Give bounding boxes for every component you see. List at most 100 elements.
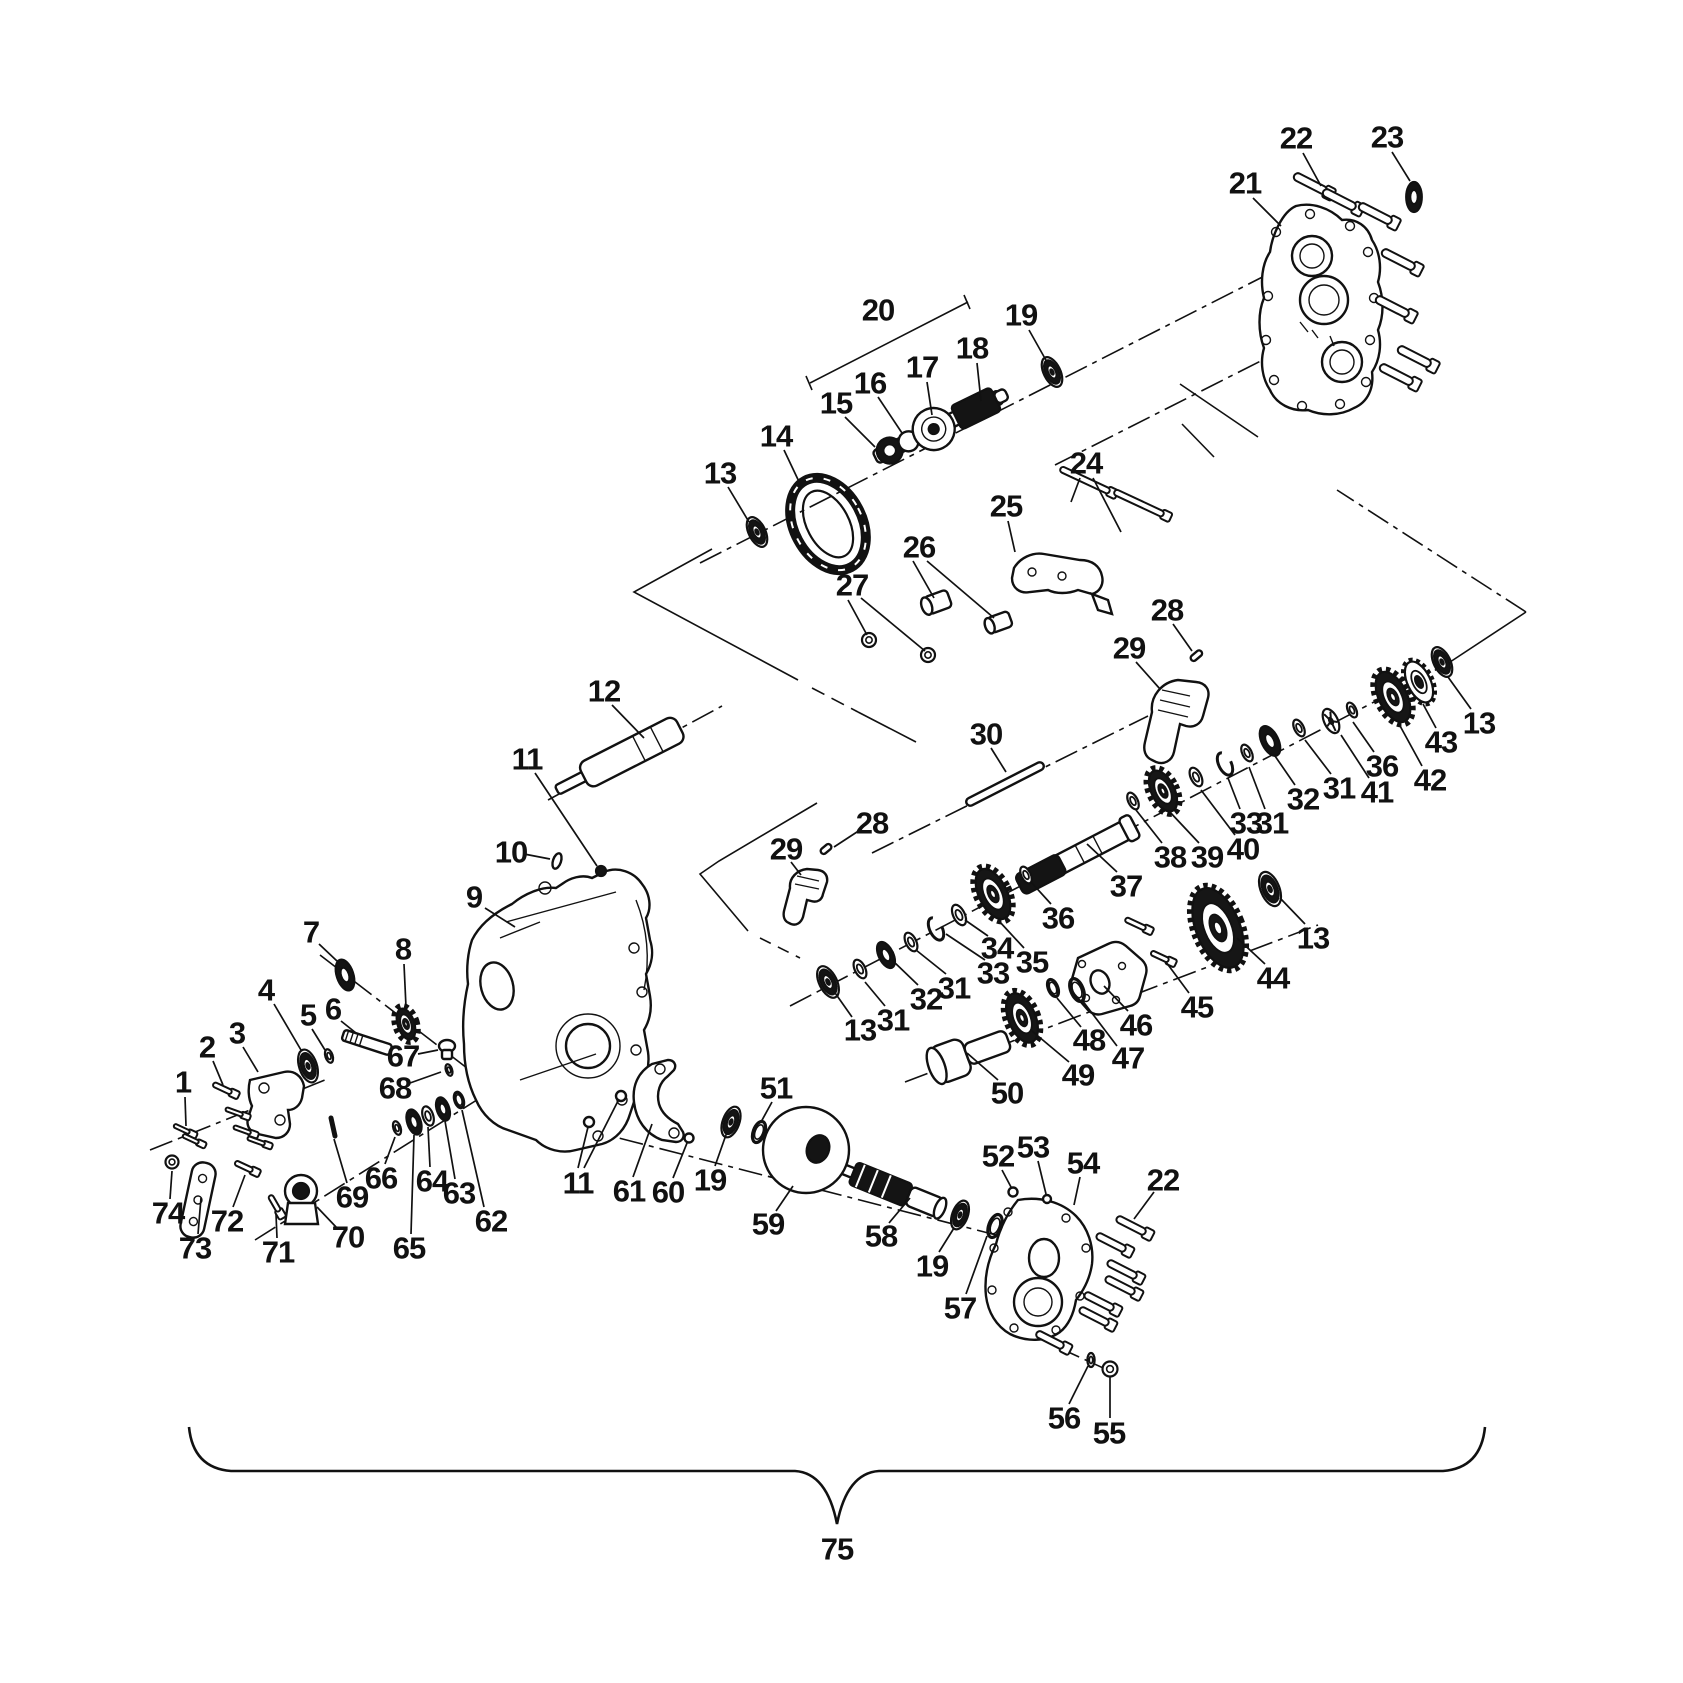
- leader-line: [888, 1197, 911, 1224]
- leader-line: [1304, 739, 1332, 775]
- leader-line: [1007, 520, 1016, 553]
- callout-12: 12: [588, 674, 620, 709]
- leader-line: [212, 1060, 224, 1086]
- leader-line: [1068, 1365, 1089, 1405]
- leader-line: [760, 1101, 773, 1123]
- bolt-icon: [246, 1135, 274, 1151]
- leader-line: [926, 381, 933, 416]
- leader-line: [577, 1126, 589, 1169]
- leader-line: [1248, 766, 1266, 810]
- pin-10: [551, 852, 563, 870]
- callout-43: 43: [1425, 725, 1458, 760]
- callout-22: 22: [1147, 1163, 1179, 1198]
- main-housing-9: [462, 868, 654, 1153]
- leader-line: [1133, 1191, 1155, 1220]
- callout-33: 33: [977, 956, 1010, 991]
- callout-68: 68: [379, 1071, 412, 1106]
- output-stub-shaft-50: [925, 1030, 1012, 1086]
- leader-line: [242, 1046, 259, 1073]
- callout-48: 48: [1073, 1023, 1106, 1058]
- callout-65: 65: [393, 1231, 426, 1266]
- leader-line: [583, 1098, 620, 1169]
- leader-line: [864, 981, 886, 1007]
- callout-34: 34: [981, 931, 1015, 966]
- leader-line: [1236, 937, 1266, 965]
- leader-line: [417, 1049, 439, 1055]
- callout-58: 58: [865, 1219, 898, 1254]
- rubber-mount-70: [283, 1173, 320, 1226]
- callout-27: 27: [836, 568, 868, 603]
- leader-line: [727, 486, 750, 523]
- detent-balls: [582, 864, 1053, 1205]
- bolt-icon: [224, 1106, 252, 1122]
- leader-line: [1028, 329, 1048, 363]
- callout-11: 11: [512, 742, 544, 777]
- callout-55: 55: [1093, 1416, 1126, 1451]
- leader-line: [232, 1174, 246, 1208]
- bolt-icon: [1378, 363, 1423, 393]
- leader-line: [1422, 703, 1437, 729]
- leader-line: [775, 1185, 794, 1212]
- front-cover-54: [984, 1197, 1094, 1341]
- leader-line: [184, 1096, 187, 1127]
- bolt-icon: [1357, 202, 1402, 232]
- bolt-icon: [1374, 295, 1419, 325]
- leader-line: [427, 1126, 431, 1168]
- leader-line: [1227, 777, 1241, 810]
- leader-line: [611, 704, 645, 739]
- leader-line: [998, 920, 1025, 949]
- callout-32: 32: [910, 982, 942, 1017]
- leader-line: [1391, 151, 1411, 182]
- leader-line: [966, 1052, 999, 1081]
- callout-13: 13: [704, 456, 737, 491]
- callout-8: 8: [395, 932, 412, 967]
- leader-line: [1103, 985, 1129, 1012]
- callout-31: 31: [1323, 771, 1356, 806]
- callout-75: 75: [821, 1532, 854, 1567]
- leader-line: [1031, 1030, 1070, 1063]
- callout-31: 31: [877, 1003, 910, 1038]
- callout-51: 51: [760, 1071, 793, 1106]
- callout-67: 67: [387, 1039, 419, 1074]
- leader-line: [877, 396, 903, 434]
- callout-29: 29: [1113, 631, 1146, 666]
- callout-30: 30: [970, 717, 1002, 752]
- callout-44: 44: [1257, 961, 1291, 996]
- callout-33: 33: [1230, 806, 1263, 841]
- callout-28: 28: [1151, 593, 1184, 628]
- leader-line: [333, 1138, 348, 1184]
- callout-26: 26: [903, 530, 936, 565]
- callout-11: 11: [563, 1166, 595, 1201]
- leader-line: [926, 560, 995, 619]
- callout-24: 24: [1070, 446, 1104, 481]
- callout-37: 37: [1110, 869, 1142, 904]
- callout-3: 3: [229, 1016, 246, 1051]
- leader-line: [915, 949, 947, 975]
- group-brace-75: [187, 1426, 1487, 1525]
- callout-63: 63: [443, 1176, 476, 1211]
- leader-line: [783, 449, 803, 489]
- callout-71: 71: [262, 1235, 295, 1270]
- brake-disc-59: [761, 1105, 851, 1195]
- leader-line: [938, 1227, 955, 1253]
- leader-line: [1037, 1160, 1047, 1195]
- callout-25: 25: [990, 489, 1023, 524]
- leader-line: [169, 1170, 173, 1200]
- bolt-icon: [1095, 1232, 1136, 1259]
- callout-6: 6: [325, 992, 342, 1027]
- leader-line: [945, 933, 986, 961]
- callout-23: 23: [1371, 120, 1404, 155]
- leader-line: [790, 861, 802, 876]
- leader-line: [1030, 881, 1052, 905]
- callout-29: 29: [770, 832, 803, 867]
- bearing-flange-46: [1069, 940, 1148, 1016]
- bolt-icon: [1083, 1291, 1124, 1318]
- leader-line: [1200, 789, 1236, 836]
- callout-53: 53: [1017, 1130, 1050, 1165]
- leader-line: [384, 1136, 396, 1165]
- bolt-icon: [1113, 488, 1174, 523]
- callout-54: 54: [1067, 1146, 1101, 1181]
- callout-1: 1: [175, 1065, 192, 1100]
- leader-line: [1447, 676, 1472, 710]
